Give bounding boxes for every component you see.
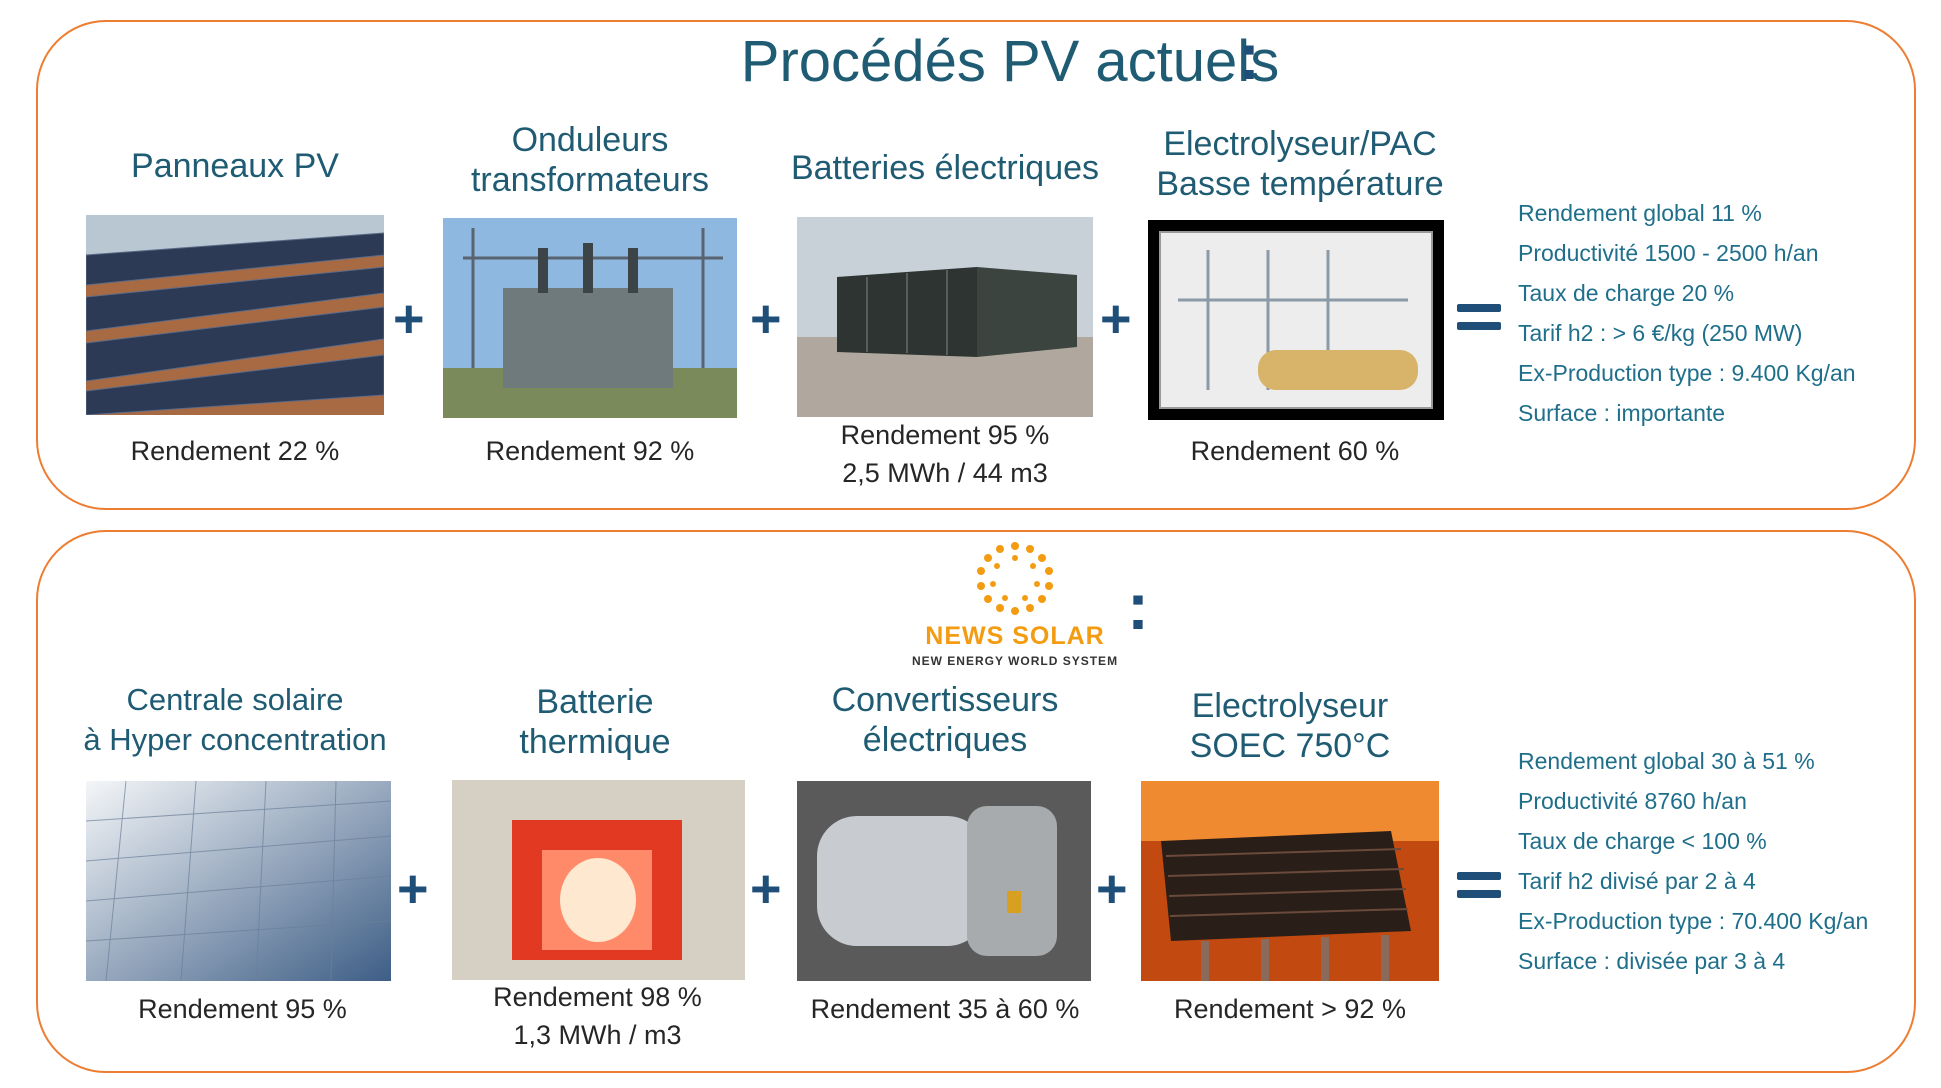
heading-batteries: Batteries électriques xyxy=(790,149,1100,187)
plus-sign: + xyxy=(750,859,782,919)
logo-colon: : xyxy=(1127,569,1149,643)
heading-pv-panels: Panneaux PV xyxy=(131,147,339,185)
caption-inverters: Rendement 92 % xyxy=(485,436,695,466)
caption-thermal-battery: Rendement 98 % 1,3 MWh / m3 xyxy=(493,982,702,1050)
thermal-battery-image xyxy=(452,780,745,980)
heliostat-field-image xyxy=(86,781,391,981)
news-solar-logo: NEWS SOLAR NEW ENERGY WORLD SYSTEM xyxy=(895,538,1135,674)
sun-icon xyxy=(977,542,1053,615)
caption-soec-electrolyzer: Rendement > 92 % xyxy=(1174,994,1406,1024)
summary-current-pv: Rendement global 11 % Productivité 1500 … xyxy=(1518,200,1856,426)
heading-thermal-battery: Batterie thermique xyxy=(519,683,671,761)
caption-pv-panels: Rendement 22 % xyxy=(130,436,340,466)
caption-solar-plant: Rendement 95 % xyxy=(138,994,347,1024)
caption-electrolyzer-pac: Rendement 60 % xyxy=(1190,436,1400,466)
battery-containers-image xyxy=(797,217,1093,417)
equals-sign xyxy=(1457,872,1501,908)
solar-panels-field-image xyxy=(86,215,384,415)
plus-sign: + xyxy=(1100,289,1132,349)
caption-batteries: Rendement 95 % 2,5 MWh / 44 m3 xyxy=(840,420,1050,488)
logo-tagline: NEW ENERGY WORLD SYSTEM xyxy=(911,654,1119,668)
heading-soec-electrolyzer: Electrolyseur SOEC 750°C xyxy=(1189,687,1391,765)
heading-converters: Convertisseurs électriques xyxy=(831,681,1059,759)
heading-inverters: Onduleurs transformateurs xyxy=(470,121,710,199)
heading-solar-plant: Centrale solaire à Hyper concentration xyxy=(83,682,387,757)
caption-converters: Rendement 35 à 60 % xyxy=(810,994,1080,1024)
plus-sign: + xyxy=(397,859,429,919)
logo-brand: NEWS SOLAR xyxy=(925,622,1105,650)
summary-news-solar: Rendement global 30 à 51 % Productivité … xyxy=(1518,748,1869,974)
equals-sign xyxy=(1457,304,1501,340)
title-colon: : xyxy=(1238,19,1260,93)
news-solar-panel xyxy=(36,530,1916,1073)
heading-electrolyzer-pac: Electrolyseur/PAC Basse température xyxy=(1156,125,1444,203)
soec-stack-image xyxy=(1141,781,1439,981)
electrolyzer-unit-image xyxy=(1148,220,1444,420)
current-pv-panel xyxy=(36,20,1916,510)
transformer-substation-image xyxy=(443,218,737,418)
page-title: Procédés PV actuels xyxy=(740,29,1280,94)
plus-sign: + xyxy=(393,289,425,349)
plus-sign: + xyxy=(750,289,782,349)
electric-converter-image xyxy=(797,781,1091,981)
plus-sign: + xyxy=(1096,859,1128,919)
